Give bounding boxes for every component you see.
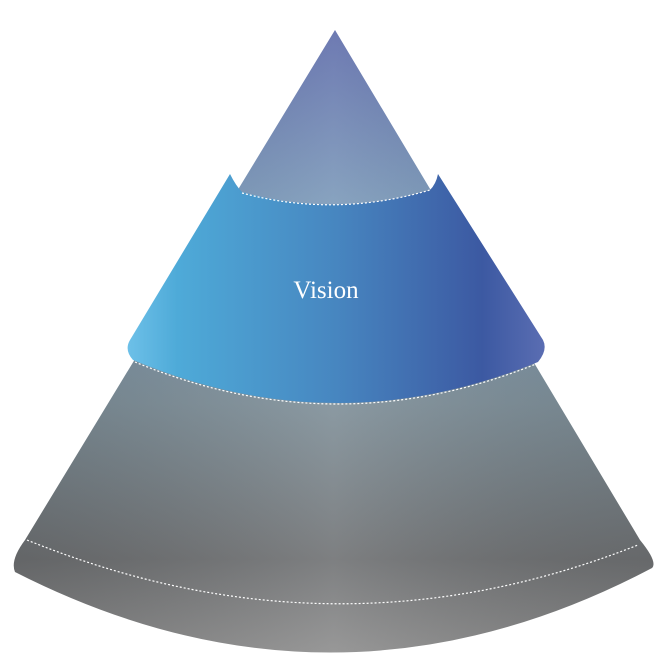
- level-label-vision: Vision: [293, 277, 359, 304]
- vision-band: [127, 174, 545, 404]
- band-bottom-divider: [134, 361, 537, 405]
- base-divider: [26, 539, 639, 605]
